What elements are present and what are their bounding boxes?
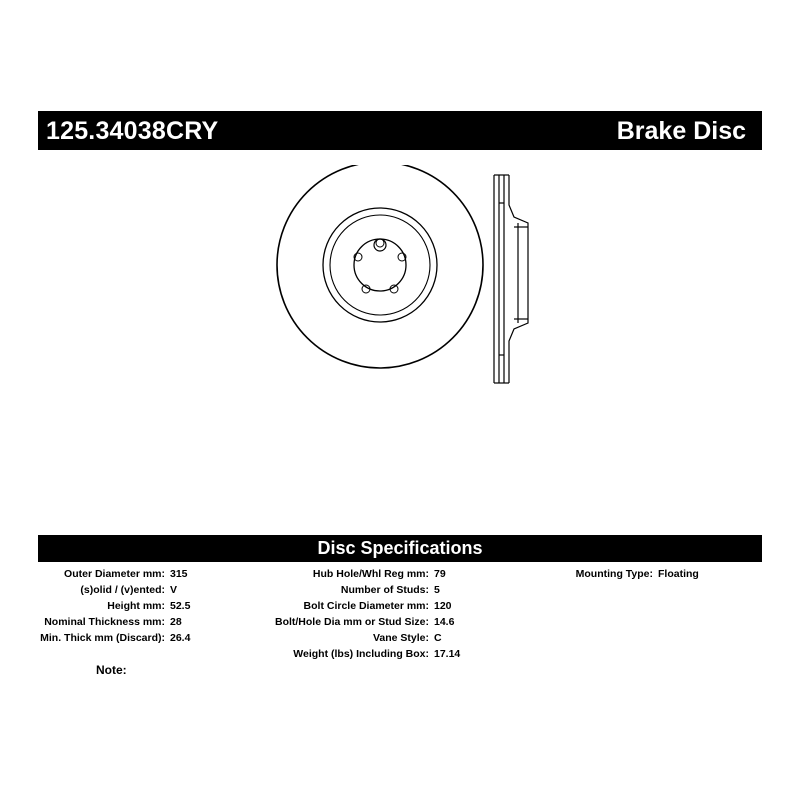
disc-outer-edge bbox=[276, 165, 484, 369]
spec-value: 17.14 bbox=[434, 648, 461, 660]
spec-row: Mounting Type: Floating bbox=[500, 566, 699, 582]
spec-label: Nominal Thickness mm: bbox=[44, 616, 165, 628]
note-label: Note: bbox=[96, 663, 127, 677]
spec-value: 52.5 bbox=[170, 600, 191, 612]
disc-hat-inner bbox=[329, 214, 431, 316]
spec-row: Min. Thick mm (Discard): 26.4 bbox=[0, 630, 190, 646]
brake-disc-drawing bbox=[276, 165, 529, 384]
spec-row: Bolt Circle Diameter mm: 120 bbox=[220, 598, 452, 614]
spec-label: Bolt Circle Diameter mm: bbox=[303, 600, 429, 612]
title-bar: 125.34038CRY Brake Disc bbox=[38, 111, 762, 150]
spec-title: Disc Specifications bbox=[317, 538, 483, 558]
spec-value: 26.4 bbox=[170, 632, 191, 644]
spec-row: Outer Diameter mm: 315 bbox=[0, 566, 187, 582]
spec-label: Vane Style: bbox=[372, 632, 429, 644]
spec-value: 120 bbox=[434, 600, 452, 612]
spec-label: Mounting Type: bbox=[575, 568, 653, 580]
spec-row: Height mm: 52.5 bbox=[0, 598, 190, 614]
spec-label: Weight (lbs) Including Box: bbox=[293, 648, 429, 660]
disc-side-view bbox=[493, 174, 529, 384]
spec-label: (s)olid / (v)ented: bbox=[80, 584, 165, 596]
spec-row: (s)olid / (v)ented: V bbox=[0, 582, 177, 598]
part-number: 125.34038CRY bbox=[46, 117, 219, 145]
spec-column-3: Mounting Type: Floating bbox=[500, 566, 699, 582]
spec-row: Hub Hole/Whl Reg mm: 79 bbox=[220, 566, 446, 582]
spec-row: Bolt/Hole Dia mm or Stud Size: 14.6 bbox=[220, 614, 454, 630]
spec-header: Disc Specifications bbox=[38, 535, 762, 562]
spec-label: Outer Diameter mm: bbox=[64, 568, 165, 580]
spec-label: Height mm: bbox=[107, 600, 165, 612]
disc-hat-outer bbox=[322, 207, 438, 323]
spec-value: Floating bbox=[658, 568, 699, 580]
spec-column-2: Hub Hole/Whl Reg mm: 79 Number of Studs: 5… bbox=[220, 566, 460, 662]
spec-label: Min. Thick mm (Discard): bbox=[40, 632, 165, 644]
spec-row: Weight (lbs) Including Box: 17.14 bbox=[220, 646, 460, 662]
spec-row: Nominal Thickness mm: 28 bbox=[0, 614, 181, 630]
spec-value: 28 bbox=[170, 616, 182, 628]
spec-value: V bbox=[170, 584, 178, 596]
bolt-hole-5 bbox=[389, 284, 399, 294]
spec-value: 5 bbox=[434, 584, 440, 596]
bolt-hole-2 bbox=[353, 252, 363, 262]
spec-label: Number of Studs: bbox=[340, 584, 429, 596]
spec-label: Bolt/Hole Dia mm or Stud Size: bbox=[274, 616, 429, 628]
spec-row: Vane Style: C bbox=[220, 630, 442, 646]
disc-front-view bbox=[276, 165, 484, 369]
spec-row: Number of Studs: 5 bbox=[220, 582, 440, 598]
note: Note: bbox=[96, 663, 127, 677]
spec-label: Hub Hole/Whl Reg mm: bbox=[312, 568, 429, 580]
bolt-hole-3 bbox=[397, 252, 407, 262]
product-type: Brake Disc bbox=[616, 117, 746, 145]
bolt-hole-4 bbox=[361, 284, 371, 294]
spec-value: C bbox=[434, 632, 442, 644]
spec-value: 315 bbox=[170, 568, 188, 580]
spec-value: 79 bbox=[434, 568, 446, 580]
spec-column-1: Outer Diameter mm: 315 (s)olid / (v)ented… bbox=[0, 566, 190, 646]
spec-value: 14.6 bbox=[434, 616, 455, 628]
locating-pin bbox=[373, 238, 387, 252]
